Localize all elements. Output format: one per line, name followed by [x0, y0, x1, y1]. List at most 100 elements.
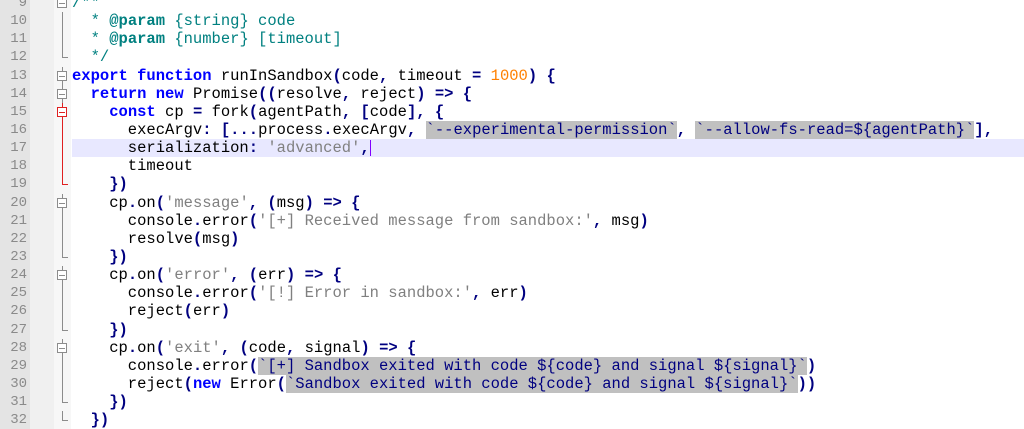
- fold-end-icon: [62, 256, 68, 258]
- bookmark-margin[interactable]: [30, 12, 54, 31]
- code-line[interactable]: 9/**: [0, 0, 1024, 13]
- code-line[interactable]: 12 */: [0, 48, 1024, 67]
- bookmark-margin[interactable]: [30, 393, 54, 412]
- code-line[interactable]: 26 reject(err): [0, 302, 1024, 321]
- fold-end-icon: [62, 57, 68, 59]
- line-code[interactable]: serialization: 'advanced',: [72, 139, 1024, 158]
- line-code[interactable]: const cp = fork(agentPath, [code], {: [72, 103, 1024, 121]
- identifier: resolve: [276, 84, 342, 103]
- bookmark-margin[interactable]: [30, 411, 54, 429]
- line-number: 11: [0, 30, 30, 49]
- line-code[interactable]: console.error('[!] Error in sandbox:', e…: [72, 284, 1024, 302]
- line-code[interactable]: }): [72, 321, 1024, 339]
- operator: (: [183, 302, 193, 321]
- bookmark-margin[interactable]: [30, 356, 54, 375]
- fold-margin: [54, 139, 71, 158]
- line-number: 21: [0, 211, 30, 230]
- fold-margin: [54, 102, 71, 121]
- code-line[interactable]: 21 console.error('[+] Received message f…: [0, 211, 1024, 230]
- fold-collapse-icon[interactable]: [57, 88, 67, 99]
- fold-line: [62, 411, 63, 422]
- line-code[interactable]: console.error(`[+] Sandbox exited with c…: [72, 356, 1024, 375]
- bookmark-margin[interactable]: [30, 120, 54, 140]
- fold-collapse-icon[interactable]: [57, 197, 67, 208]
- code-line[interactable]: 18 timeout: [0, 157, 1024, 176]
- fold-collapse-icon[interactable]: [57, 270, 67, 281]
- identifier: signal: [295, 338, 361, 357]
- line-code[interactable]: reject(new Error(`Sandbox exited with co…: [72, 374, 1024, 393]
- bookmark-margin[interactable]: [30, 193, 54, 212]
- fold-collapse-icon[interactable]: [57, 0, 67, 8]
- code-line[interactable]: 14 return new Promise((resolve, reject) …: [0, 84, 1024, 103]
- bookmark-margin[interactable]: [30, 30, 54, 49]
- code-line[interactable]: 32 }): [0, 411, 1024, 429]
- code-line[interactable]: 22 resolve(msg): [0, 229, 1024, 248]
- operator: ): [518, 284, 528, 303]
- code-line[interactable]: 27 }): [0, 320, 1024, 339]
- fold-line: [62, 211, 63, 230]
- code-line[interactable]: 30 reject(new Error(`Sandbox exited with…: [0, 374, 1024, 394]
- line-code[interactable]: export function runInSandbox(code, timeo…: [72, 67, 1024, 85]
- line-code[interactable]: cp.on('exit', (code, signal) => {: [72, 339, 1024, 357]
- bookmark-margin[interactable]: [30, 157, 54, 176]
- line-code[interactable]: * @param {string} code: [72, 12, 1024, 30]
- line-code[interactable]: }): [72, 175, 1024, 193]
- line-code[interactable]: */: [72, 48, 1024, 66]
- line-code[interactable]: * @param {number} [timeout]: [72, 30, 1024, 48]
- bookmark-margin[interactable]: [30, 102, 54, 121]
- code-line[interactable]: 29 console.error(`[+] Sandbox exited wit…: [0, 356, 1024, 375]
- identifier: code: [369, 102, 407, 121]
- line-code[interactable]: resolve(msg): [72, 230, 1024, 248]
- bookmark-margin[interactable]: [30, 48, 54, 67]
- fold-collapse-icon[interactable]: [57, 106, 67, 117]
- code-line[interactable]: 11 * @param {number} [timeout]: [0, 30, 1024, 49]
- bookmark-margin[interactable]: [30, 302, 54, 321]
- bookmark-margin[interactable]: [30, 374, 54, 394]
- line-code[interactable]: timeout: [72, 157, 1024, 175]
- bookmark-margin[interactable]: [30, 175, 54, 194]
- line-code[interactable]: }): [72, 248, 1024, 266]
- code-line[interactable]: 15 const cp = fork(agentPath, [code], {: [0, 102, 1024, 121]
- bookmark-margin[interactable]: [30, 66, 54, 85]
- bookmark-margin[interactable]: [30, 266, 54, 285]
- identifier: console: [72, 356, 193, 375]
- fold-margin: [54, 320, 71, 339]
- fold-collapse-icon[interactable]: [57, 70, 67, 81]
- code-line[interactable]: 25 console.error('[!] Error in sandbox:'…: [0, 284, 1024, 303]
- line-code[interactable]: reject(err): [72, 302, 1024, 320]
- line-code[interactable]: cp.on('error', (err) => {: [72, 266, 1024, 284]
- fold-margin: [54, 211, 71, 230]
- code-line[interactable]: 17 serialization: 'advanced',: [0, 139, 1024, 158]
- bookmark-margin[interactable]: [30, 284, 54, 303]
- line-code[interactable]: /**: [72, 0, 1024, 12]
- line-code[interactable]: console.error('[+] Received message from…: [72, 212, 1024, 230]
- line-code[interactable]: }): [72, 393, 1024, 411]
- code-line[interactable]: 28 cp.on('exit', (code, signal) => {: [0, 338, 1024, 357]
- bookmark-margin[interactable]: [30, 0, 54, 13]
- fold-collapse-icon[interactable]: [57, 342, 67, 353]
- bookmark-margin[interactable]: [30, 247, 54, 267]
- bookmark-margin[interactable]: [30, 211, 54, 230]
- bookmark-margin[interactable]: [30, 229, 54, 248]
- code-line[interactable]: 24 cp.on('error', (err) => {: [0, 266, 1024, 285]
- line-code[interactable]: }): [72, 411, 1024, 429]
- line-code[interactable]: execArgv: [...process.execArgv, `--exper…: [72, 120, 1024, 139]
- code-line[interactable]: 16 execArgv: [...process.execArgv, `--ex…: [0, 120, 1024, 140]
- operator: (: [332, 66, 342, 85]
- operator: }): [109, 320, 128, 339]
- line-code[interactable]: cp.on('message', (msg) => {: [72, 194, 1024, 212]
- line-code[interactable]: return new Promise((resolve, reject) => …: [72, 85, 1024, 103]
- bookmark-margin[interactable]: [30, 338, 54, 357]
- code-line[interactable]: 23 }): [0, 247, 1024, 267]
- code-line[interactable]: 31 }): [0, 393, 1024, 412]
- code-line[interactable]: 10 * @param {string} code: [0, 12, 1024, 31]
- line-number: 10: [0, 12, 30, 31]
- bookmark-margin[interactable]: [30, 320, 54, 339]
- identifier: [72, 248, 109, 266]
- code-line[interactable]: 20 cp.on('message', (msg) => {: [0, 193, 1024, 212]
- bookmark-margin[interactable]: [30, 84, 54, 103]
- code-line[interactable]: 19 }): [0, 175, 1024, 194]
- bookmark-margin[interactable]: [30, 139, 54, 158]
